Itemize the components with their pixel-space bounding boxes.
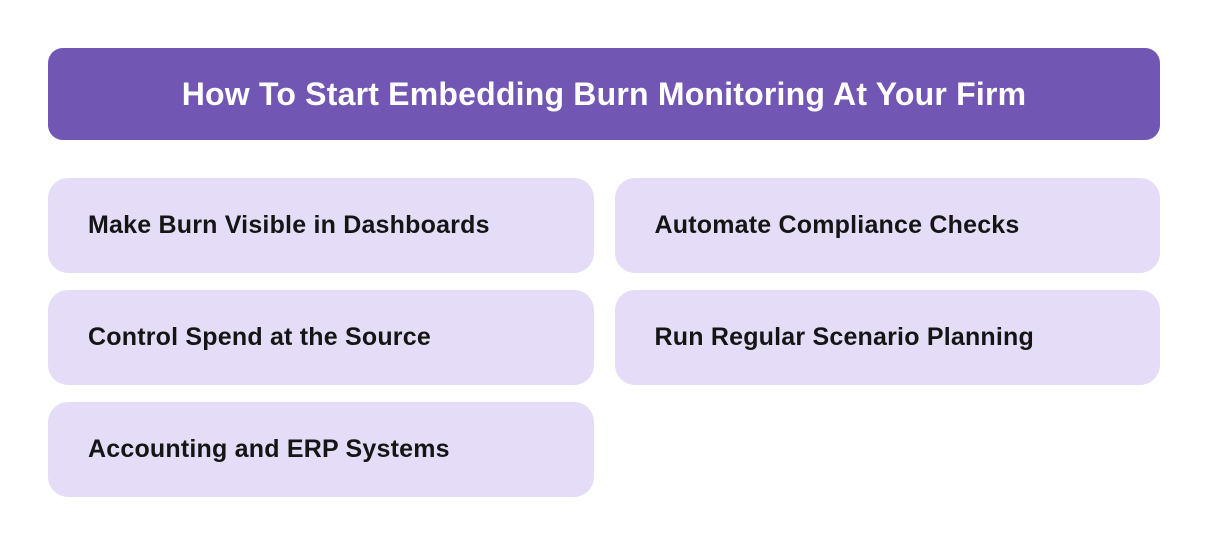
card-accounting-erp: Accounting and ERP Systems xyxy=(48,402,594,497)
card-label: Make Burn Visible in Dashboards xyxy=(88,211,490,239)
card-control-spend: Control Spend at the Source xyxy=(48,290,594,385)
card-automate-compliance: Automate Compliance Checks xyxy=(614,178,1160,273)
card-make-burn-visible: Make Burn Visible in Dashboards xyxy=(48,178,594,273)
card-label: Automate Compliance Checks xyxy=(654,211,1020,239)
card-label: Run Regular Scenario Planning xyxy=(654,323,1034,351)
card-label: Control Spend at the Source xyxy=(88,323,431,351)
card-label: Accounting and ERP Systems xyxy=(88,435,450,463)
page-title: How To Start Embedding Burn Monitoring A… xyxy=(181,75,1027,112)
card-scenario-planning: Run Regular Scenario Planning xyxy=(614,290,1160,385)
header-banner: How To Start Embedding Burn Monitoring A… xyxy=(48,48,1160,140)
card-grid: Make Burn Visible in Dashboards Automate… xyxy=(48,178,1160,497)
